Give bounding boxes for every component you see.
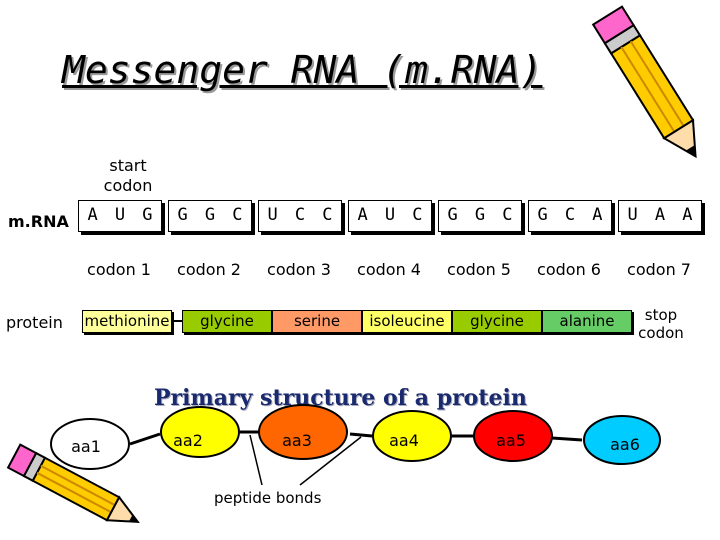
pencil-icon	[6, 443, 140, 523]
base: G	[447, 205, 458, 225]
amino-acid-label-6: aa6	[610, 435, 640, 454]
codon-label-7: codon 7	[627, 260, 691, 279]
base: U	[627, 205, 638, 225]
codon-box-5: G G C	[438, 200, 522, 232]
amino-acid-ellipse-2	[160, 406, 240, 458]
mrna-strand: A U G G G C U C C A U C G G C G C A U A …	[78, 200, 720, 232]
codon-box-1: A U G	[78, 200, 162, 232]
codon-box-6: G C A	[528, 200, 612, 232]
amino-acid-box-5: glycine	[452, 310, 542, 333]
peptide-bonds-label: peptide bonds	[214, 489, 322, 507]
base: U	[114, 205, 126, 225]
pointer-line	[299, 436, 362, 486]
protein-label: protein	[6, 313, 63, 332]
amino-acid-box-1: methionine	[82, 310, 172, 333]
amino-acid-label-3: aa3	[282, 431, 312, 450]
base: C	[412, 205, 423, 225]
codon-label-3: codon 3	[267, 260, 331, 279]
base: A	[87, 205, 98, 225]
amino-acid-ellipse-1	[50, 418, 130, 470]
pencil-icon	[591, 5, 697, 159]
amino-acid-ellipse-3	[258, 404, 348, 460]
amino-acid-ellipse-4	[372, 410, 452, 462]
primary-structure-title: Primary structure of a protein	[154, 385, 527, 411]
base: G	[537, 205, 548, 225]
base: C	[232, 205, 243, 225]
base: A	[682, 205, 693, 225]
start-codon-label: start codon	[103, 156, 153, 195]
amino-acid-label-2: aa2	[173, 431, 203, 450]
base: G	[142, 205, 153, 225]
base: C	[294, 205, 306, 225]
amino-acid-box-3: serine	[272, 310, 362, 333]
codon-label-1: codon 1	[87, 260, 151, 279]
codon-label-6: codon 6	[537, 260, 601, 279]
amino-acid-box-6: alanine	[542, 310, 632, 333]
base: C	[322, 205, 333, 225]
page-title: Messenger RNA (m.RNA)	[62, 48, 543, 92]
base: G	[204, 205, 216, 225]
peptide-bond	[349, 432, 373, 438]
base: U	[267, 205, 278, 225]
amino-acid-label-1: aa1	[71, 437, 101, 456]
pointer-line	[249, 434, 263, 486]
peptide-bond	[551, 436, 583, 442]
amino-acid-ellipse-5	[473, 410, 553, 462]
codon-box-2: G G C	[168, 200, 252, 232]
mrna-label: m.RNA	[8, 212, 69, 231]
amino-acid-label-4: aa4	[389, 431, 419, 450]
base: A	[654, 205, 666, 225]
stop-codon-label: stop codon	[638, 306, 684, 342]
codon-label-2: codon 2	[177, 260, 241, 279]
codon-box-7: U A A	[618, 200, 702, 232]
base: C	[502, 205, 513, 225]
codon-box-3: U C C	[258, 200, 342, 232]
codon-label-4: codon 4	[357, 260, 421, 279]
amino-acid-box-4: isoleucine	[362, 310, 452, 333]
base: C	[564, 205, 576, 225]
amino-acid-box-2: glycine	[182, 310, 272, 333]
base: A	[357, 205, 368, 225]
codon-label-5: codon 5	[447, 260, 511, 279]
amino-acid-label-5: aa5	[496, 431, 526, 450]
base: A	[592, 205, 603, 225]
peptide-bond	[129, 432, 161, 446]
base: U	[384, 205, 396, 225]
base: G	[177, 205, 188, 225]
amino-acid-ellipse-6	[583, 415, 661, 465]
base: G	[474, 205, 486, 225]
codon-box-4: A U C	[348, 200, 432, 232]
